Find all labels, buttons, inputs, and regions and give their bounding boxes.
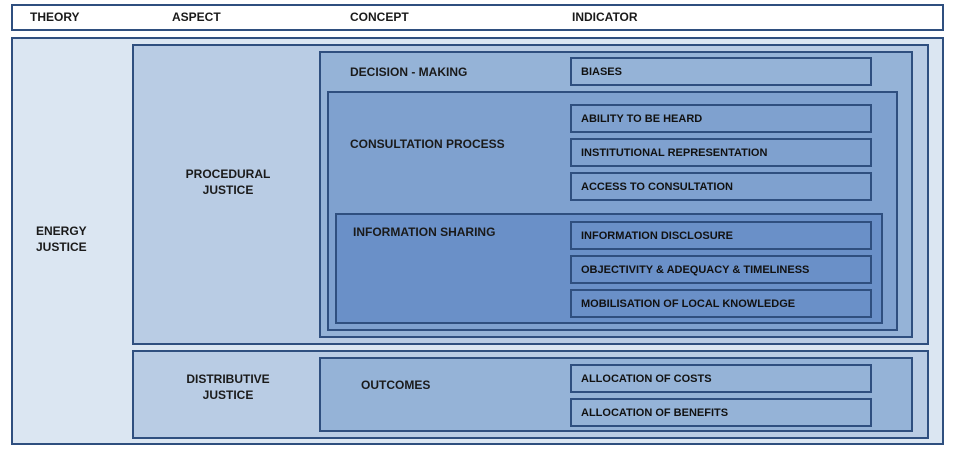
header-indicator: INDICATOR xyxy=(572,10,638,24)
header-concept: CONCEPT xyxy=(350,10,409,24)
concept-consultation-process: CONSULTATION PROCESS xyxy=(350,137,505,151)
indicator-biases: BIASES xyxy=(570,57,872,86)
indicator-objectivity: OBJECTIVITY & ADEQUACY & TIMELINESS xyxy=(570,255,872,284)
indicator-allocation-of-costs: ALLOCATION OF COSTS xyxy=(570,364,872,393)
concept-decision-making: DECISION - MAKING xyxy=(350,65,468,79)
theory-label: ENERGY JUSTICE xyxy=(36,223,87,255)
indicator-institutional-representation: INSTITUTIONAL REPRESENTATION xyxy=(570,138,872,167)
theory-label-line1: ENERGY xyxy=(36,224,87,238)
distributive-label-line1: DISTRIBUTIVE xyxy=(186,372,270,386)
concept-information-sharing: INFORMATION SHARING xyxy=(353,225,496,239)
procedural-label-line1: PROCEDURAL xyxy=(185,167,271,181)
indicator-allocation-of-benefits: ALLOCATION OF BENEFITS xyxy=(570,398,872,427)
distributive-label-line2: JUSTICE xyxy=(202,388,254,402)
indicator-access-to-consultation: ACCESS TO CONSULTATION xyxy=(570,172,872,201)
header-aspect: ASPECT xyxy=(172,10,221,24)
indicator-information-disclosure: INFORMATION DISCLOSURE xyxy=(570,221,872,250)
header-bar xyxy=(11,4,944,31)
concept-outcomes: OUTCOMES xyxy=(361,378,431,392)
indicator-ability-to-be-heard: ABILITY TO BE HEARD xyxy=(570,104,872,133)
indicator-mobilisation: MOBILISATION OF LOCAL KNOWLEDGE xyxy=(570,289,872,318)
header-theory: THEORY xyxy=(30,10,80,24)
procedural-label-line2: JUSTICE xyxy=(202,183,254,197)
theory-label-line2: JUSTICE xyxy=(36,240,87,254)
distributive-justice-label: DISTRIBUTIVE JUSTICE xyxy=(178,371,278,403)
procedural-justice-label: PROCEDURAL JUSTICE xyxy=(178,166,278,198)
